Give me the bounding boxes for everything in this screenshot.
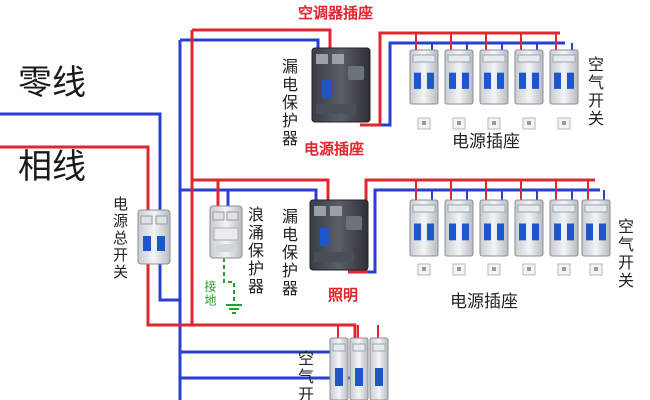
bottom-row-breaker (329, 325, 349, 400)
top-row-socket (522, 117, 536, 130)
ac-socket-label: 空调器插座 (298, 4, 374, 22)
main-switch-breaker (137, 209, 171, 265)
lighting-label: 照明 (328, 286, 359, 304)
mid-row-socket (487, 263, 501, 276)
rcd-top-device (311, 47, 371, 123)
rcd-mid-label: 漏电保护器 (279, 208, 298, 298)
phase-distribution-wires (146, 28, 595, 338)
mid-row-socket (522, 263, 536, 276)
mid-row-breaker (549, 180, 579, 257)
ground-wire (223, 258, 235, 305)
surge-protector-device (209, 205, 243, 259)
top-row-breaker (549, 33, 579, 105)
mid-row-breaker (479, 180, 509, 257)
ground-symbol (226, 304, 242, 314)
mid-row-breaker (581, 180, 611, 257)
outlet-bottom-label: 电源插座 (450, 292, 518, 312)
air-switch-top-label: 空气开关 (585, 56, 604, 128)
air-switch-bottom-label: 空气开 (295, 350, 314, 400)
outlet-top-red-label: 电源插座 (304, 140, 365, 158)
air-switch-mid-label: 空气开关 (615, 218, 634, 290)
neutral-line-label: 零线 (18, 63, 86, 103)
rcd-mid-device (309, 199, 369, 271)
mid-row-socket (589, 263, 603, 276)
bottom-row-breaker (369, 325, 389, 400)
rcd-top-label: 漏电保护器 (279, 58, 298, 148)
mid-row-breaker (444, 180, 474, 257)
top-row-breaker (479, 33, 509, 105)
neutral-incoming-wire (0, 112, 162, 212)
phase-incoming-wire (0, 145, 150, 212)
top-row-breaker (409, 33, 439, 105)
ground-label: 接地 (203, 280, 217, 308)
bottom-row-breaker (349, 325, 369, 400)
mid-row-breaker (409, 180, 439, 257)
mid-row-socket (557, 263, 571, 276)
top-row-socket (487, 117, 501, 130)
mid-row-socket (452, 263, 466, 276)
mid-row-socket (417, 263, 431, 276)
phase-line-label: 相线 (18, 147, 86, 187)
top-row-socket (452, 117, 466, 130)
main-switch-label: 电源总开关 (111, 196, 129, 281)
outlet-top-label: 电源插座 (452, 132, 520, 152)
mid-row-breaker (514, 180, 544, 257)
top-row-socket (557, 117, 571, 130)
surge-protector-label: 浪涌保护器 (245, 206, 264, 296)
top-row-socket (417, 117, 431, 130)
top-row-breaker (444, 33, 474, 105)
top-row-breaker (514, 33, 544, 105)
